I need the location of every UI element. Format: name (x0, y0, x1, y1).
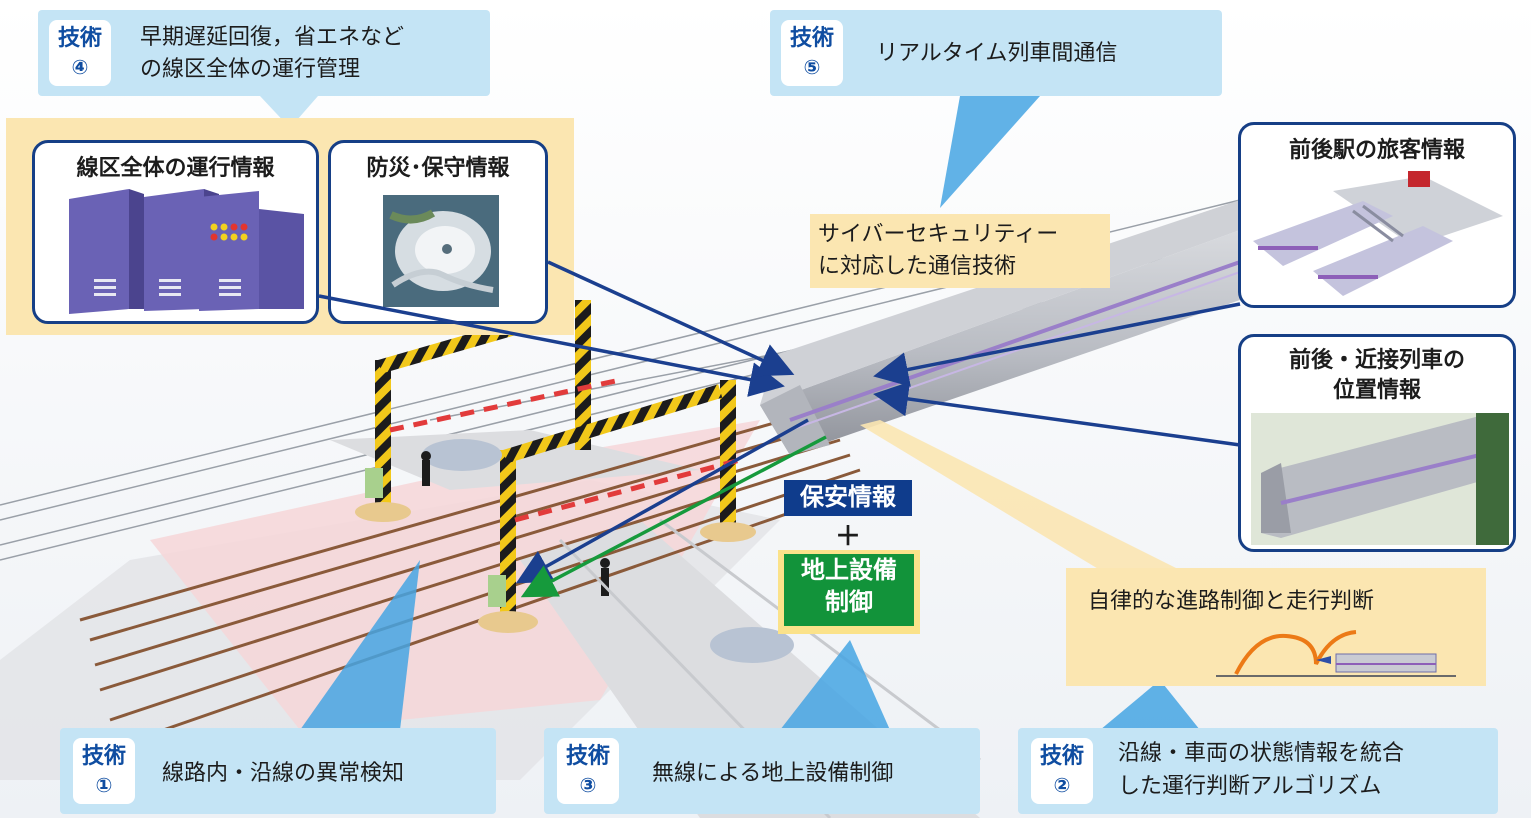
tech2-badge-word: 技術 (1039, 744, 1084, 769)
tech1-badge: 技術 ① (73, 738, 135, 804)
operation-info-title: 線区全体の運行情報 (76, 156, 275, 181)
tech2-badge-number: ② (1053, 773, 1071, 797)
cyber-note-line1: サイバーセキュリティー (818, 222, 1059, 247)
tech2-text-line2: した運行判断アルゴリズム (1118, 774, 1382, 799)
vehicles-and-people (421, 439, 794, 663)
tech3-badge-word: 技術 (565, 744, 610, 769)
cyber-security-note: サイバーセキュリティー に対応した通信技術 (810, 214, 1110, 288)
position-info-title-line1: 前後・近接列車の (1288, 348, 1465, 373)
tech5-badge-number: ⑤ (803, 55, 821, 79)
position-info-panel: 前後・近接列車の 位置情報 (1238, 334, 1516, 552)
route-curve-icon (1216, 630, 1456, 677)
cyber-note-line2: に対応した通信技術 (818, 254, 1017, 279)
tech4-text-line2: の線区全体の運行管理 (140, 57, 361, 82)
station-info-panel: 前後駅の旅客情報 (1238, 122, 1516, 308)
callout-tech3: 技術 ③ 無線による地上設備制御 (544, 728, 980, 814)
tech5-badge: 技術 ⑤ (781, 20, 843, 86)
autonomous-note-text: 自律的な進路制御と走行判断 (1088, 589, 1375, 614)
position-info-title-line2: 位置情報 (1332, 378, 1421, 403)
disaster-info-title: 防災･保守情報 (366, 156, 510, 181)
disaster-info-panel: 防災･保守情報 (328, 140, 548, 324)
server-icon (69, 189, 304, 314)
ground-control-line1: 地上設備 (801, 556, 897, 584)
tech3-text: 無線による地上設備制御 (652, 761, 894, 786)
tech4-badge-number: ④ (71, 55, 89, 79)
tech1-badge-word: 技術 (81, 744, 126, 769)
safety-info-tag: 保安情報 (784, 480, 912, 516)
autonomous-control-note: 自律的な進路制御と走行判断 (1066, 568, 1486, 686)
tech5-badge-word: 技術 (789, 26, 834, 51)
operation-info-panel: 線区全体の運行情報 (32, 140, 319, 324)
tech3-badge-number: ③ (579, 773, 597, 797)
callout-tech2: 技術 ② 沿線・車両の状態情報を統合 した運行判断アルゴリズム (1018, 728, 1498, 814)
station-info-title: 前後駅の旅客情報 (1288, 138, 1465, 163)
tech1-text: 線路内・沿線の異常検知 (162, 761, 405, 786)
tech5-text: リアルタイム列車間通信 (876, 41, 1118, 66)
tech2-badge: 技術 ② (1031, 738, 1093, 804)
callout-tech4: 技術 ④ 早期遅延回復，省エネなど の線区全体の運行管理 (38, 10, 490, 96)
ground-control-line2: 制御 (825, 588, 873, 616)
callout-tech5: 技術 ⑤ リアルタイム列車間通信 (770, 10, 1222, 96)
tech2-text-line1: 沿線・車両の状態情報を統合 (1118, 741, 1405, 766)
tech4-text-line1: 早期遅延回復，省エネなど (140, 25, 405, 50)
station-platform-icon (1253, 171, 1503, 296)
plus-sign: ＋ (834, 522, 861, 552)
typhoon-icon (383, 195, 499, 307)
tech4-badge: 技術 ④ (49, 20, 111, 86)
approaching-train-icon (1251, 413, 1509, 545)
tech1-badge-number: ① (95, 773, 113, 797)
tech3-badge: 技術 ③ (557, 738, 619, 804)
autonomous-beam (860, 420, 1180, 570)
callout-pointers (260, 96, 1200, 730)
callout-tech1: 技術 ① 線路内・沿線の異常検知 (60, 728, 496, 814)
ground-control-tag: 地上設備 制御 (784, 554, 914, 626)
tech4-badge-word: 技術 (57, 26, 102, 51)
